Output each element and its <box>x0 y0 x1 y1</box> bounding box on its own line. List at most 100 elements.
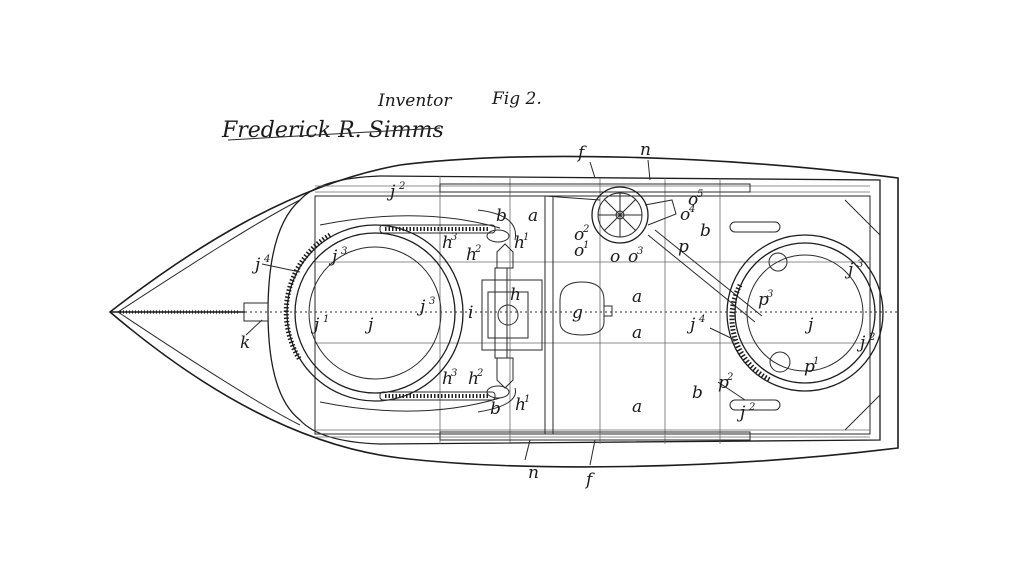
engine-top-cap <box>496 243 514 269</box>
steering-rod-a <box>647 234 756 323</box>
bow-rod-collar <box>243 302 269 322</box>
left-wheel-inner <box>308 246 442 380</box>
right-upper-slot <box>729 221 781 233</box>
label-h2-top-superscript: 2 <box>474 244 481 255</box>
steering-linkage <box>644 199 677 226</box>
right-diagonal-brace-1 <box>844 199 881 236</box>
label-p2-superscript: 2 <box>726 372 733 383</box>
label-h3-top: h <box>442 233 453 253</box>
engine-core <box>487 291 529 339</box>
engine-flywheel <box>497 304 519 326</box>
fitting-g-lug <box>603 305 613 317</box>
label-n-top: n <box>640 140 651 160</box>
label-p-top: p <box>678 237 689 257</box>
left-wheel-guide-top <box>319 215 501 229</box>
label-j2-top-superscript: 2 <box>398 181 405 192</box>
inner-frame <box>267 175 881 445</box>
label-a-top: a <box>528 206 538 226</box>
top-beam <box>439 183 751 193</box>
label-h3-bot-superscript: 3 <box>451 368 457 379</box>
steering-spokes <box>598 193 642 237</box>
label-j2-right-superscript: 2 <box>868 332 875 343</box>
label-j2-bot: j <box>736 403 746 423</box>
label-h1-top-superscript: 1 <box>523 232 529 243</box>
label-b-top-l: b <box>496 206 507 226</box>
label-j3-left-superscript: 3 <box>341 246 347 257</box>
engine-bottom-cap <box>496 357 514 389</box>
label-n-bot: n <box>528 463 539 483</box>
label-o4-superscript: 4 <box>688 204 695 215</box>
label-a-mid: a <box>632 287 642 307</box>
engine-housing <box>481 279 543 351</box>
inventor-signature: Frederick R. Simms <box>221 118 444 143</box>
label-o1-superscript: 1 <box>583 240 589 251</box>
label-h1-top: h <box>514 233 525 253</box>
label-p1: p <box>804 357 815 377</box>
fitting-g <box>559 281 605 336</box>
label-j3-left: j <box>328 247 338 267</box>
label-j3-inner-superscript: 3 <box>429 296 435 307</box>
signature-underline <box>227 127 441 141</box>
label-h-mid: h <box>510 285 521 305</box>
label-h2-top: h <box>466 245 477 265</box>
label-h1-bot-superscript: 1 <box>524 394 530 405</box>
label-o-mid: o <box>610 247 620 267</box>
lower-link <box>477 387 517 413</box>
label-j1-left-superscript: 1 <box>323 314 329 325</box>
label-p3-superscript: 3 <box>767 289 773 300</box>
label-o1: o <box>574 241 584 261</box>
label-j-left: j <box>364 315 374 335</box>
frame-rectangle <box>314 195 871 435</box>
label-j2-top: j <box>386 182 396 202</box>
label-b-bot-l: b <box>490 399 501 419</box>
label-p1-superscript: 1 <box>813 356 819 367</box>
steering-rod-b <box>654 229 763 317</box>
left-wheel-rim <box>294 232 456 394</box>
bow-inner-top <box>117 199 301 313</box>
right-lower-pulley <box>769 351 791 373</box>
right-wheel-outer <box>726 234 884 392</box>
engine-shaft <box>494 267 508 359</box>
right-wheel-rim <box>734 242 876 384</box>
lower-gear-wheel <box>486 385 510 399</box>
label-p3: p <box>758 290 769 310</box>
label-o4: o <box>680 205 690 225</box>
right-wheel-inner <box>746 254 864 372</box>
label-b-bot-r: b <box>692 383 703 403</box>
label-h3-bot: h <box>442 369 453 389</box>
lower-worm-shaft <box>379 391 496 401</box>
label-g-mid: g <box>572 303 583 323</box>
right-diagonal-brace-2 <box>844 394 881 431</box>
label-h1-bot: h <box>515 395 526 415</box>
label-j4-right-superscript: 4 <box>698 314 705 325</box>
figure-label: Fig 2. <box>491 89 542 109</box>
label-j2-right: j <box>856 333 866 353</box>
leader-lines <box>245 159 746 466</box>
label-o2: o <box>574 225 584 245</box>
label-k: k <box>240 333 250 353</box>
label-a-center: a <box>632 323 642 343</box>
label-h3-top-superscript: 3 <box>451 232 457 243</box>
label-p2: p <box>718 373 729 393</box>
bow-inner-bottom <box>117 311 301 426</box>
label-j3-right-superscript: 3 <box>857 259 863 270</box>
label-j3-inner: j <box>416 297 426 317</box>
left-gear-teeth <box>283 232 332 362</box>
label-j1-left: j <box>310 315 320 335</box>
label-h2-bot: h <box>468 369 479 389</box>
label-o2-superscript: 2 <box>582 224 589 235</box>
label-j4-right: j <box>686 315 696 335</box>
label-b-top-r: b <box>700 221 711 241</box>
label-h2-bot-superscript: 2 <box>476 368 483 379</box>
left-wheel-guide-bottom <box>319 397 501 412</box>
label-j4-left-superscript: 4 <box>263 254 270 265</box>
label-o5: o <box>688 190 698 210</box>
label-o3-superscript: 3 <box>637 246 643 257</box>
label-j3-right: j <box>844 260 854 280</box>
label-o3: o <box>628 247 638 267</box>
upper-worm-shaft <box>379 224 496 234</box>
right-lower-slot <box>729 399 781 411</box>
